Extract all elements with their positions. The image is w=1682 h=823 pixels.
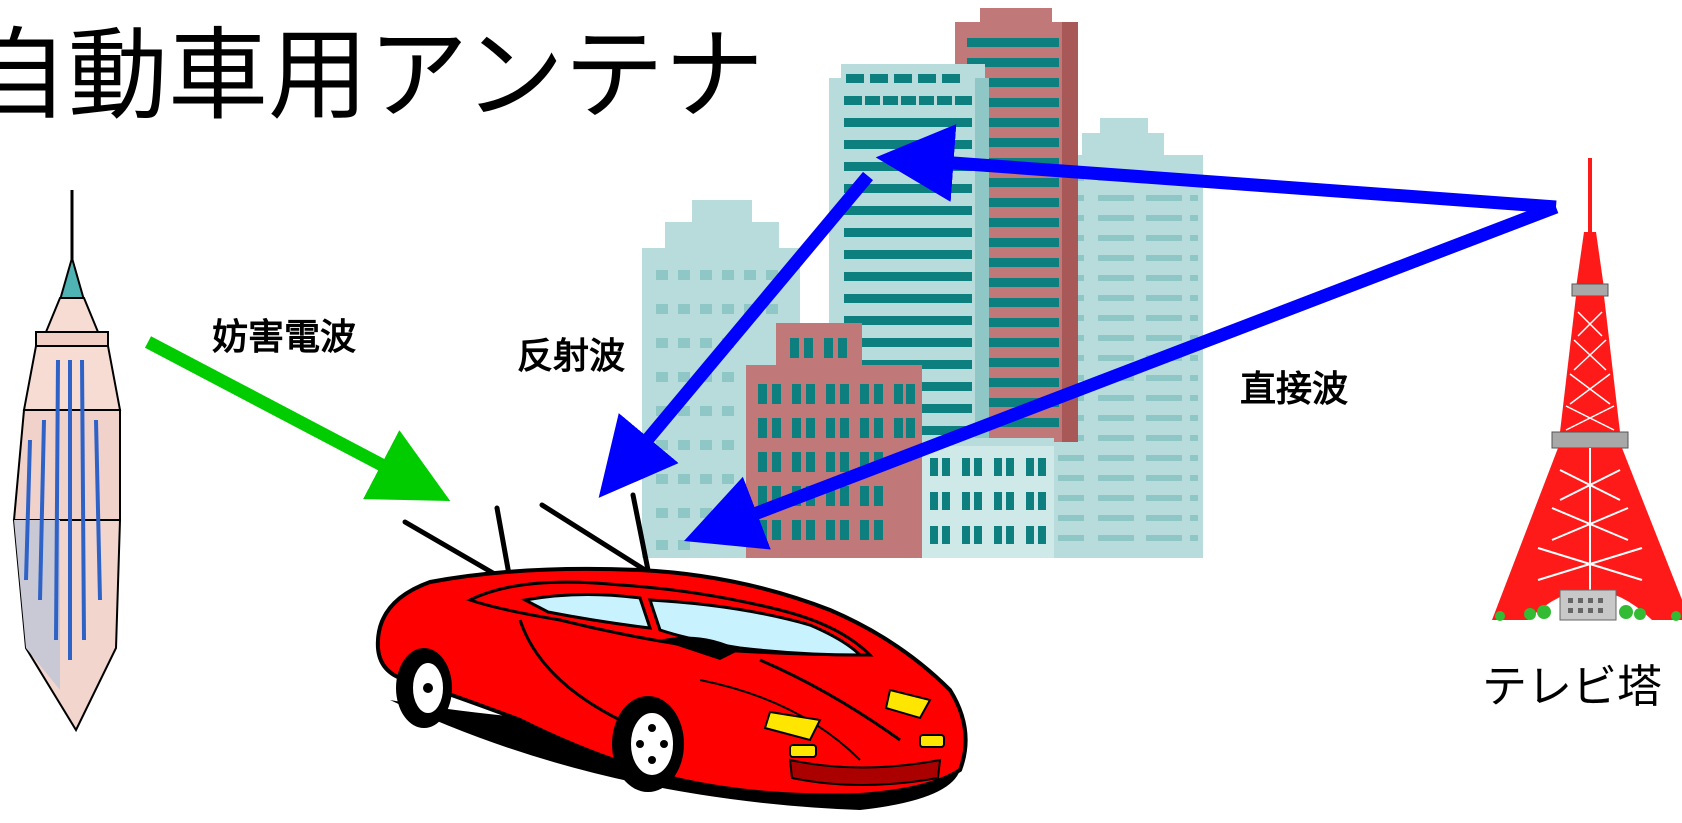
tv-tower-icon	[1492, 158, 1682, 621]
city-buildings-icon	[642, 8, 1203, 558]
interference-wave-arrow	[144, 336, 451, 501]
reflected-wave-arrow	[598, 171, 873, 498]
rear-wheel	[396, 648, 452, 728]
direct-wave-arrow-to-building	[875, 124, 1557, 214]
short-red-building	[746, 323, 922, 558]
slide-title: 自動車用アンテナ	[0, 17, 764, 134]
front-wheel	[612, 696, 684, 792]
tv-tower-label: テレビ塔	[1482, 660, 1663, 713]
direct-wave-arrow-to-car	[684, 200, 1559, 550]
sports-car-icon	[375, 492, 968, 810]
interference-wave-label: 妨害電波	[212, 317, 357, 358]
skyscraper-icon	[12, 190, 122, 733]
reflected-wave-label: 反射波	[517, 336, 626, 377]
car-antennas	[402, 492, 651, 583]
direct-wave-label: 直接波	[1240, 369, 1349, 410]
